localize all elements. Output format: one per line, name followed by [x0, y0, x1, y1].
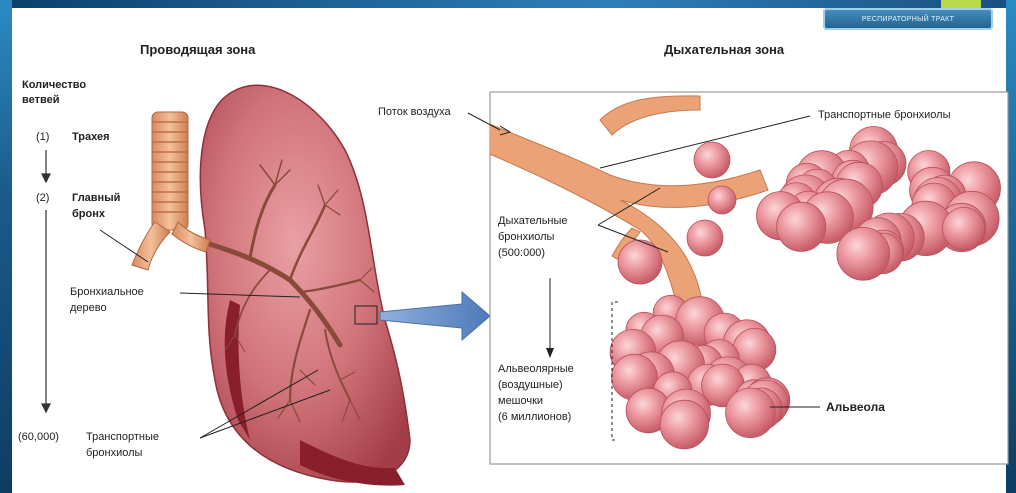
- alveolus-sphere: [726, 388, 776, 438]
- trachea-label: Трахея: [72, 130, 110, 144]
- count-arrows: [42, 150, 50, 412]
- main-bronchus-count: (2): [36, 191, 49, 205]
- alveolar-sacs-label-1: Альвеолярные: [498, 362, 574, 376]
- alveolus-sphere: [837, 227, 890, 280]
- trachea-count: (1): [36, 130, 49, 144]
- air-flow-label: Поток воздуха: [378, 105, 451, 119]
- transport-bronchioles-label: Транспортные бронхиолы: [818, 108, 951, 122]
- main-bronchus-label-1: Главный: [72, 191, 120, 205]
- lung: [200, 85, 410, 485]
- transport-label-1: Транспортные: [86, 430, 159, 444]
- alveolus-bud: [708, 186, 736, 214]
- alveolus-sphere: [943, 207, 985, 249]
- bronchial-tree-label-2: дерево: [70, 301, 107, 315]
- resp-bronchioles-label-2: бронхиолы: [498, 230, 554, 244]
- heading-conducting-zone: Проводящая зона: [140, 42, 255, 57]
- trachea: [132, 112, 210, 270]
- alveolus-sphere: [777, 202, 826, 251]
- alveolus-bud: [687, 220, 723, 256]
- heading-respiratory-zone: Дыхательная зона: [664, 42, 784, 57]
- alveolus-bud: [618, 240, 662, 284]
- resp-bronchioles-count: (500:000): [498, 246, 545, 260]
- alveolar-sacs-label-3: мешочки: [498, 394, 543, 408]
- transport-label-2: бронхиолы: [86, 446, 142, 460]
- alveolus-sphere: [660, 400, 709, 449]
- alveolus-label: Альвеола: [826, 400, 885, 414]
- main-bronchus-label-2: бронх: [72, 207, 105, 221]
- bronchial-tree-label-1: Бронхиальное: [70, 285, 144, 299]
- resp-bronchioles-label-1: Дыхательные: [498, 214, 568, 228]
- branch-count-label-1: Количество: [22, 78, 86, 92]
- alveolar-sacs-label-2: (воздушные): [498, 378, 563, 392]
- branch-count-label-2: ветвей: [22, 93, 59, 107]
- alveolar-sacs-label-4: (6 миллионов): [498, 410, 571, 424]
- transport-count: (60,000): [18, 430, 59, 444]
- zoom-arrow: [380, 292, 490, 340]
- alveolus-bud: [694, 142, 730, 178]
